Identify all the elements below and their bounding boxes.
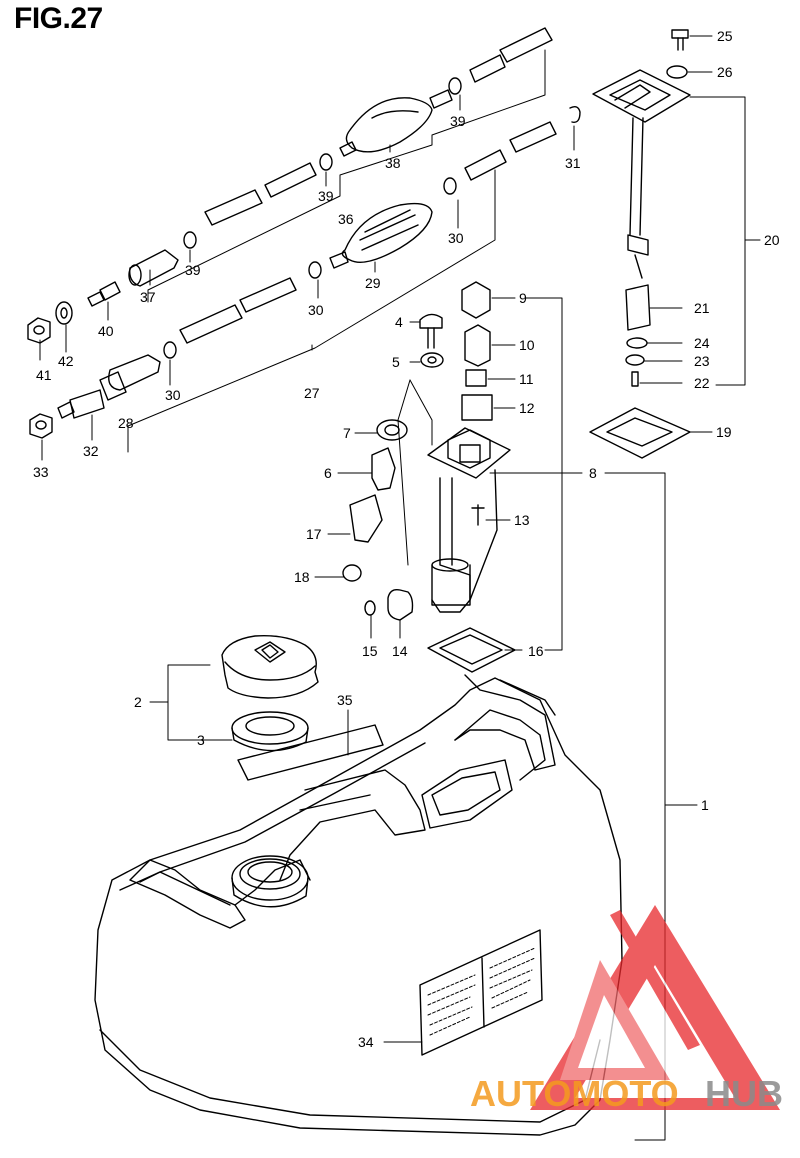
watermark-logo: [530, 905, 780, 1110]
callout-20: 20: [764, 232, 780, 248]
leader-lines: [39, 35, 761, 1141]
callout-25: 25: [717, 28, 733, 44]
callout-17: 17: [306, 526, 322, 542]
callout-28: 28: [118, 415, 134, 431]
callout-11: 11: [519, 371, 534, 387]
callout-12: 12: [519, 400, 535, 416]
fuel-tank: [94, 674, 623, 1136]
callout-1: 1: [701, 797, 709, 813]
callout-5: 5: [392, 354, 400, 370]
callout-39c: 39: [185, 262, 201, 278]
callout-39b: 39: [318, 188, 334, 204]
callout-36: 36: [338, 211, 354, 227]
lower-hose-assembly: [57, 121, 557, 419]
callout-39a: 39: [450, 113, 466, 129]
callout-labels: 1 2 3 4 5 6 7 8 9 10 11 12 13 14 15 16 1…: [33, 28, 780, 1050]
callout-10: 10: [519, 337, 535, 353]
callout-23: 23: [694, 353, 710, 369]
callout-35: 35: [337, 692, 353, 708]
callout-8: 8: [589, 465, 597, 481]
callout-15: 15: [362, 643, 378, 659]
gasket-16: [427, 627, 516, 673]
parts-4-5-9-10-11-12-13: [419, 281, 493, 526]
callout-38: 38: [385, 155, 401, 171]
svg-text:AUTOMOTO: AUTOMOTO: [470, 1073, 679, 1114]
upper-hose-assembly: [87, 27, 553, 307]
callout-24: 24: [694, 335, 710, 351]
svg-text:HUB: HUB: [705, 1073, 783, 1114]
callout-26: 26: [717, 64, 733, 80]
callout-16: 16: [528, 643, 544, 659]
callout-40: 40: [98, 323, 114, 339]
callout-42: 42: [58, 353, 74, 369]
callout-30c: 30: [165, 387, 181, 403]
callout-34: 34: [358, 1034, 374, 1050]
callout-30b: 30: [308, 302, 324, 318]
callout-41: 41: [36, 367, 52, 383]
callout-6: 6: [324, 465, 332, 481]
callout-18: 18: [294, 569, 310, 585]
fittings-6-7-17-18: [342, 419, 408, 582]
callout-37: 37: [140, 289, 156, 305]
callout-27: 27: [304, 385, 320, 401]
callout-21: 21: [694, 300, 710, 316]
callout-14: 14: [392, 643, 408, 659]
callout-4: 4: [395, 314, 403, 330]
callout-29: 29: [365, 275, 381, 291]
small-parts-left: [27, 301, 73, 439]
vent-assembly: [569, 29, 691, 459]
parts-14-15: [364, 588, 414, 621]
callout-31: 31: [565, 155, 581, 171]
callout-7: 7: [343, 425, 351, 441]
callout-3: 3: [197, 732, 205, 748]
callout-19: 19: [716, 424, 732, 440]
watermark-text: AUTOMOTO HUB: [470, 1073, 783, 1114]
callout-9: 9: [519, 290, 527, 306]
figure-title: FIG.27: [14, 2, 103, 35]
fuel-pickup: [427, 427, 511, 613]
callout-30a: 30: [448, 230, 464, 246]
callout-22: 22: [694, 375, 710, 391]
fuel-cap: [221, 635, 319, 699]
callout-13: 13: [514, 512, 530, 528]
callout-32: 32: [83, 443, 99, 459]
cap-gasket: [231, 711, 309, 752]
callout-33: 33: [33, 464, 49, 480]
callout-2: 2: [134, 694, 142, 710]
